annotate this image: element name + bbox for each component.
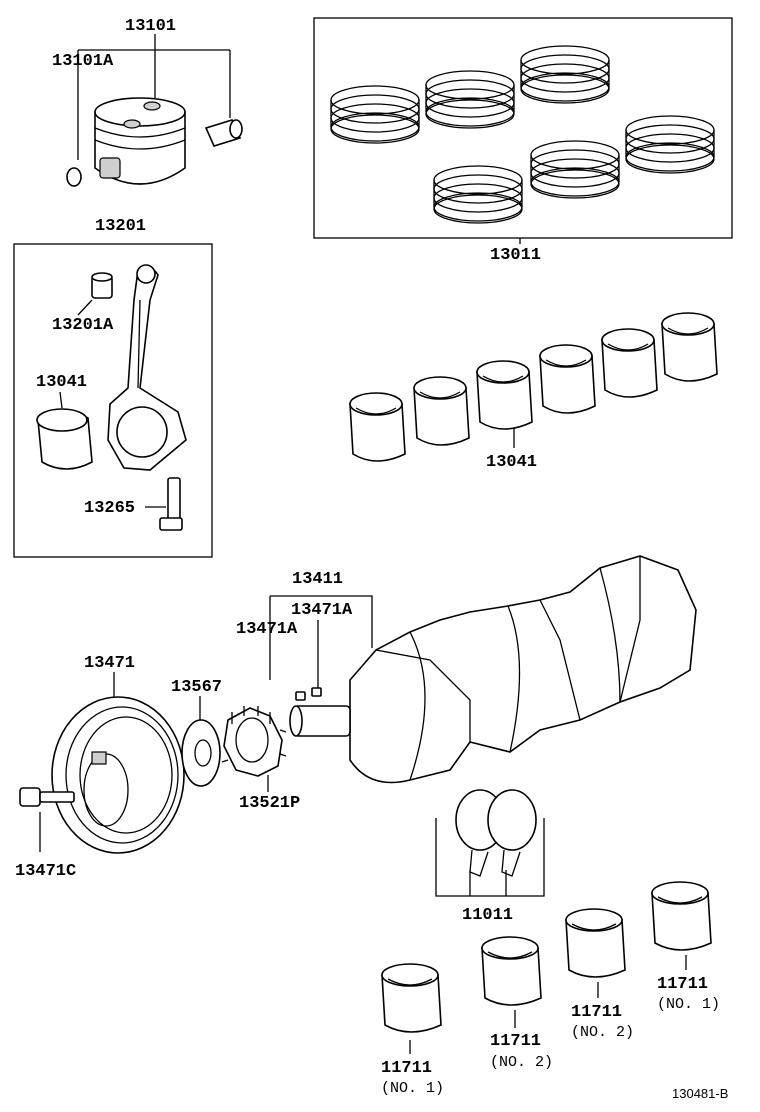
- label-snap-ring: 13101A: [52, 52, 114, 71]
- pulley-group: [19, 672, 287, 854]
- piston-ring-stack: [330, 85, 420, 144]
- conrod-bearing-shell: [476, 360, 533, 430]
- label-pulley: 13471: [84, 654, 135, 673]
- label-pulley-bolt: 13471C: [15, 862, 76, 881]
- conrod-bearing-shell: [349, 392, 406, 462]
- pulley-part: [51, 696, 185, 854]
- conrod-bearing-shell: [539, 344, 596, 414]
- label-conrod: 13201: [95, 217, 146, 236]
- label-main-bearing-1-sub: (NO. 1): [381, 1080, 444, 1097]
- label-main-bearing-3: 11711: [571, 1003, 622, 1022]
- timing-pulley-part: [221, 706, 287, 792]
- label-crankshaft: 13411: [292, 570, 343, 589]
- piston-ring-stack: [520, 45, 610, 104]
- piston-ring-stack: [625, 115, 715, 174]
- conrod-group: [13, 243, 213, 558]
- label-main-bearing-4: 11711: [657, 975, 708, 994]
- label-conrod-bearing-right: 13041: [486, 453, 537, 472]
- bushing-part: [77, 272, 113, 316]
- key-part-2: [311, 687, 322, 697]
- key-part-1: [295, 691, 306, 701]
- piston-pin-part: [204, 119, 243, 147]
- thrust-washer-group: [435, 789, 545, 897]
- conrod-bearing-shell: [661, 312, 718, 382]
- rod-bolt-part: [145, 477, 183, 531]
- piston-group: [66, 34, 243, 187]
- label-washer: 13567: [171, 678, 222, 697]
- labels: 13101 13101A 13201 13201A 13041 13265 13…: [15, 17, 728, 1101]
- label-main-bearing-3-sub: (NO. 2): [571, 1024, 634, 1041]
- label-timing-pulley: 13521P: [239, 794, 300, 813]
- rod-bearing-part: [36, 391, 93, 470]
- washer-part: [181, 696, 221, 787]
- label-main-bearing-2: 11711: [490, 1032, 541, 1051]
- diagram-code: 130481-B: [672, 1086, 728, 1101]
- piston-ring-stack: [530, 140, 620, 199]
- conrod-bearing-shell: [413, 376, 470, 446]
- label-key-a1: 13471A: [236, 620, 298, 639]
- piston-ring-stack: [425, 70, 515, 129]
- label-key-a2: 13471A: [291, 601, 353, 620]
- conrod-part: [107, 264, 187, 471]
- pulley-bolt-part: [19, 787, 75, 852]
- snap-ring-part: [66, 167, 82, 187]
- piston-ring-stack: [433, 165, 523, 224]
- main-bearing-shell-2: [481, 936, 542, 1006]
- piston-part: [94, 97, 186, 185]
- label-main-bearing-1: 11711: [381, 1059, 432, 1078]
- main-bearing-shell-3: [565, 908, 626, 978]
- thrust-washer-part-2: [487, 789, 537, 877]
- label-rod-bolt: 13265: [84, 499, 135, 518]
- label-bushing: 13201A: [52, 316, 114, 335]
- label-main-bearing-4-sub: (NO. 1): [657, 996, 720, 1013]
- crankshaft-group: [269, 555, 697, 784]
- generated-parts: [330, 45, 718, 1054]
- label-ring-set: 13011: [490, 246, 541, 265]
- crankshaft-part: [289, 555, 697, 784]
- label-piston: 13101: [125, 17, 176, 36]
- conrod-bearing-shell: [601, 328, 658, 398]
- main-bearing-shell-4: [651, 881, 712, 951]
- ring-set-group: [313, 17, 733, 244]
- label-thrust-washer: 11011: [462, 906, 513, 925]
- main-bearing-shell-1: [381, 963, 442, 1033]
- label-main-bearing-2-sub: (NO. 2): [490, 1054, 553, 1071]
- label-conrod-bearing-left: 13041: [36, 373, 87, 392]
